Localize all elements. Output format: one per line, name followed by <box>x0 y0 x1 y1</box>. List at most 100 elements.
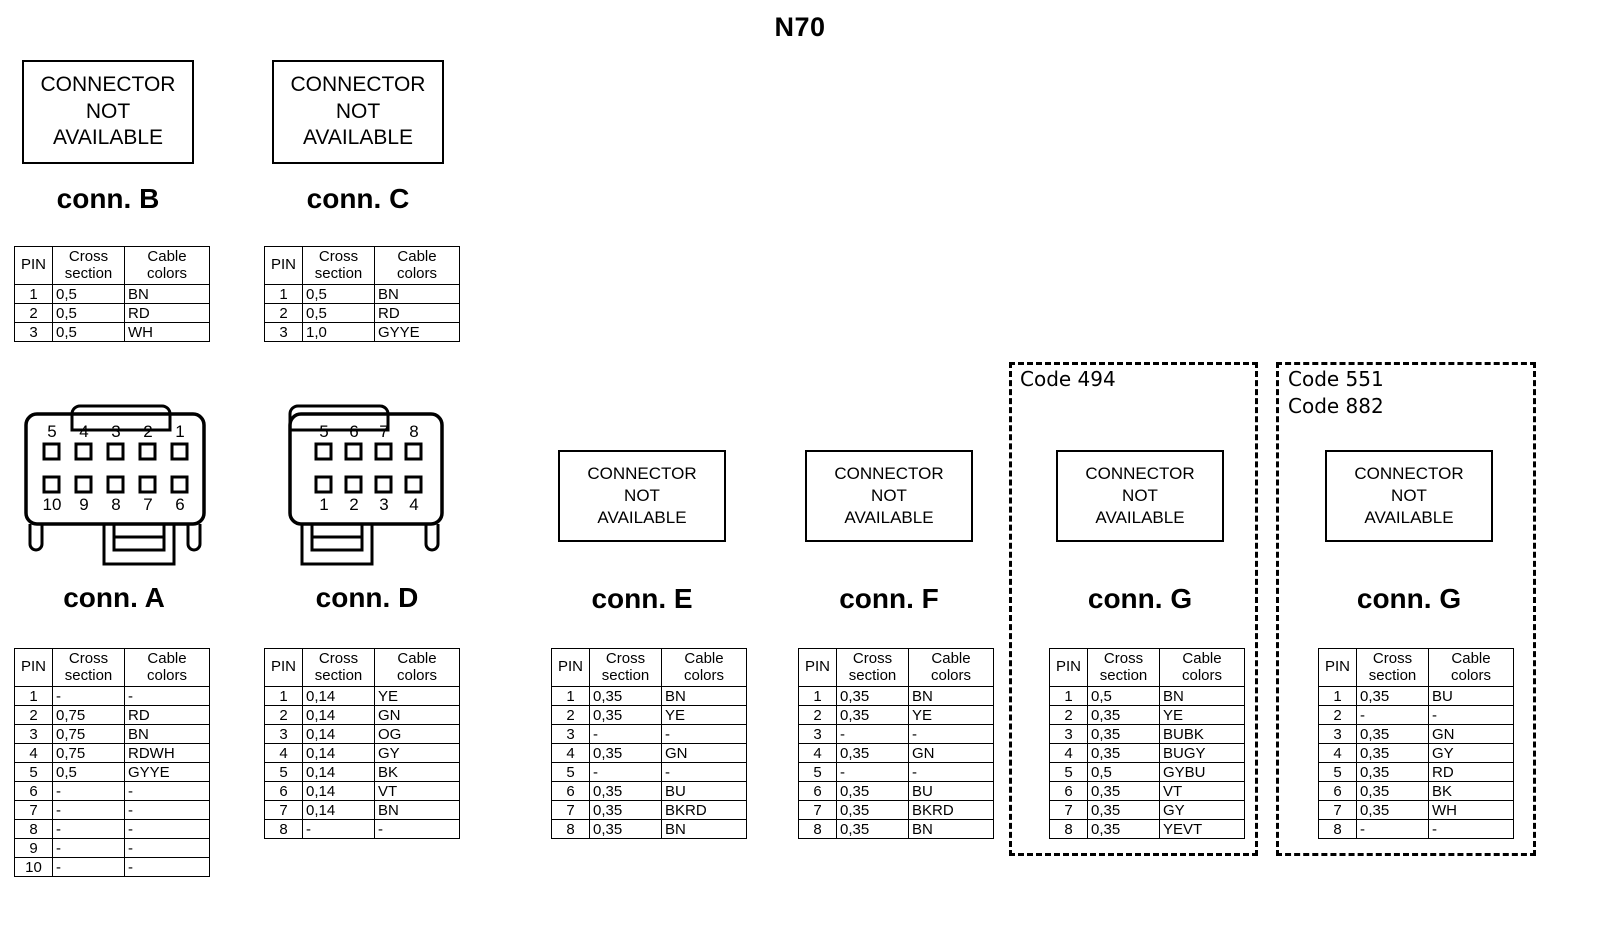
header-colors: colors <box>396 666 437 684</box>
connector-g2-label: conn. G <box>1356 583 1462 614</box>
cell-cable-colors: GYYE <box>124 762 210 782</box>
cna-line-1: CONNECTOR <box>290 72 426 96</box>
header-cross-section: Cross section <box>1087 648 1160 687</box>
cell-cross-section: 0,35 <box>836 743 909 763</box>
cell-cable-colors: YE <box>374 686 460 706</box>
header-colors: colors <box>1181 666 1222 684</box>
header-pin: PIN <box>14 246 53 285</box>
header-cross-section: Cross section <box>52 246 125 285</box>
connector-d-drawing: 5 6 7 8 1 2 3 4 <box>280 392 460 567</box>
option-group-code-494 <box>1009 362 1258 856</box>
cell-cable-colors: GY <box>1428 743 1514 763</box>
cell-pin: 3 <box>264 322 303 342</box>
cell-pin: 2 <box>798 705 837 725</box>
cell-cross-section: 0,75 <box>52 743 125 763</box>
connector-d-pin-number: 2 <box>349 495 359 514</box>
cell-cable-colors: BN <box>1159 686 1245 706</box>
cell-pin: 7 <box>798 800 837 820</box>
cell-pin: 6 <box>14 781 53 801</box>
cell-pin: 3 <box>264 724 303 744</box>
header-colors: colors <box>146 264 187 282</box>
header-cable: Cable <box>1182 649 1222 667</box>
cell-cross-section: 0,35 <box>1087 800 1160 820</box>
cell-cable-colors: GN <box>374 705 460 725</box>
cell-cross-section: 0,35 <box>836 686 909 706</box>
header-colors: colors <box>396 264 437 282</box>
connector-a-pin-number: 6 <box>175 495 185 514</box>
cna-line-2: NOT <box>335 99 381 123</box>
cell-cable-colors: YE <box>908 705 994 725</box>
cell-cross-section: 0,35 <box>1356 762 1429 782</box>
table-row: 8-- <box>264 819 460 839</box>
cell-pin: 7 <box>551 800 590 820</box>
connector-a-pin-number: 10 <box>42 495 62 514</box>
cell-cable-colors: BN <box>124 724 210 744</box>
table-header-row: PIN Cross section Cable colors <box>264 648 460 687</box>
cell-cable-colors: BK <box>374 762 460 782</box>
cell-cross-section: - <box>589 724 662 744</box>
cell-cable-colors: YE <box>661 705 747 725</box>
cell-cable-colors: BUGY <box>1159 743 1245 763</box>
connector-a-label: conn. A <box>63 582 165 613</box>
header-cross: Cross <box>1372 649 1413 667</box>
cell-cable-colors: - <box>124 857 210 877</box>
cell-cable-colors: BN <box>374 284 460 304</box>
header-cross-section: Cross section <box>836 648 909 687</box>
option-group-code-551-882 <box>1276 362 1536 856</box>
cell-pin: 2 <box>551 705 590 725</box>
header-section: section <box>64 264 113 282</box>
cell-cable-colors: WH <box>1428 800 1514 820</box>
cell-cross-section: - <box>52 838 125 858</box>
cell-cross-section: 0,35 <box>589 800 662 820</box>
cell-cable-colors: RDWH <box>124 743 210 763</box>
cell-cable-colors: - <box>1428 819 1514 839</box>
header-cross-section: Cross section <box>52 648 125 687</box>
header-cable-colors: Cable colors <box>1428 648 1514 687</box>
header-cable-colors: Cable colors <box>374 246 460 285</box>
header-cable: Cable <box>397 649 437 667</box>
cell-cable-colors: RD <box>124 303 210 323</box>
cell-pin: 9 <box>14 838 53 858</box>
code-label-882: Code 882 <box>1288 394 1384 418</box>
connector-d-pin-number: 1 <box>319 495 329 514</box>
header-cable: Cable <box>684 649 724 667</box>
table-row: 9-- <box>14 838 210 858</box>
cell-cross-section: 0,75 <box>52 705 125 725</box>
cell-pin: 1 <box>14 686 53 706</box>
header-cable: Cable <box>931 649 971 667</box>
cell-cable-colors: - <box>124 819 210 839</box>
cell-pin: 10 <box>14 857 53 877</box>
connector-a-pin-number: 8 <box>111 495 121 514</box>
code-label-494: Code 494 <box>1020 367 1116 391</box>
cell-cross-section: 0,14 <box>302 800 375 820</box>
cell-cross-section: 0,5 <box>52 322 125 342</box>
table-row: 3-- <box>798 724 994 744</box>
cell-cross-section: - <box>52 800 125 820</box>
cell-cable-colors: YEVT <box>1159 819 1245 839</box>
cell-cross-section: - <box>589 762 662 782</box>
cell-pin: 1 <box>14 284 53 304</box>
cell-cable-colors: BK <box>1428 781 1514 801</box>
cell-cross-section: - <box>52 686 125 706</box>
cell-pin: 2 <box>1049 705 1088 725</box>
cell-cable-colors: - <box>661 724 747 744</box>
cell-pin: 1 <box>551 686 590 706</box>
